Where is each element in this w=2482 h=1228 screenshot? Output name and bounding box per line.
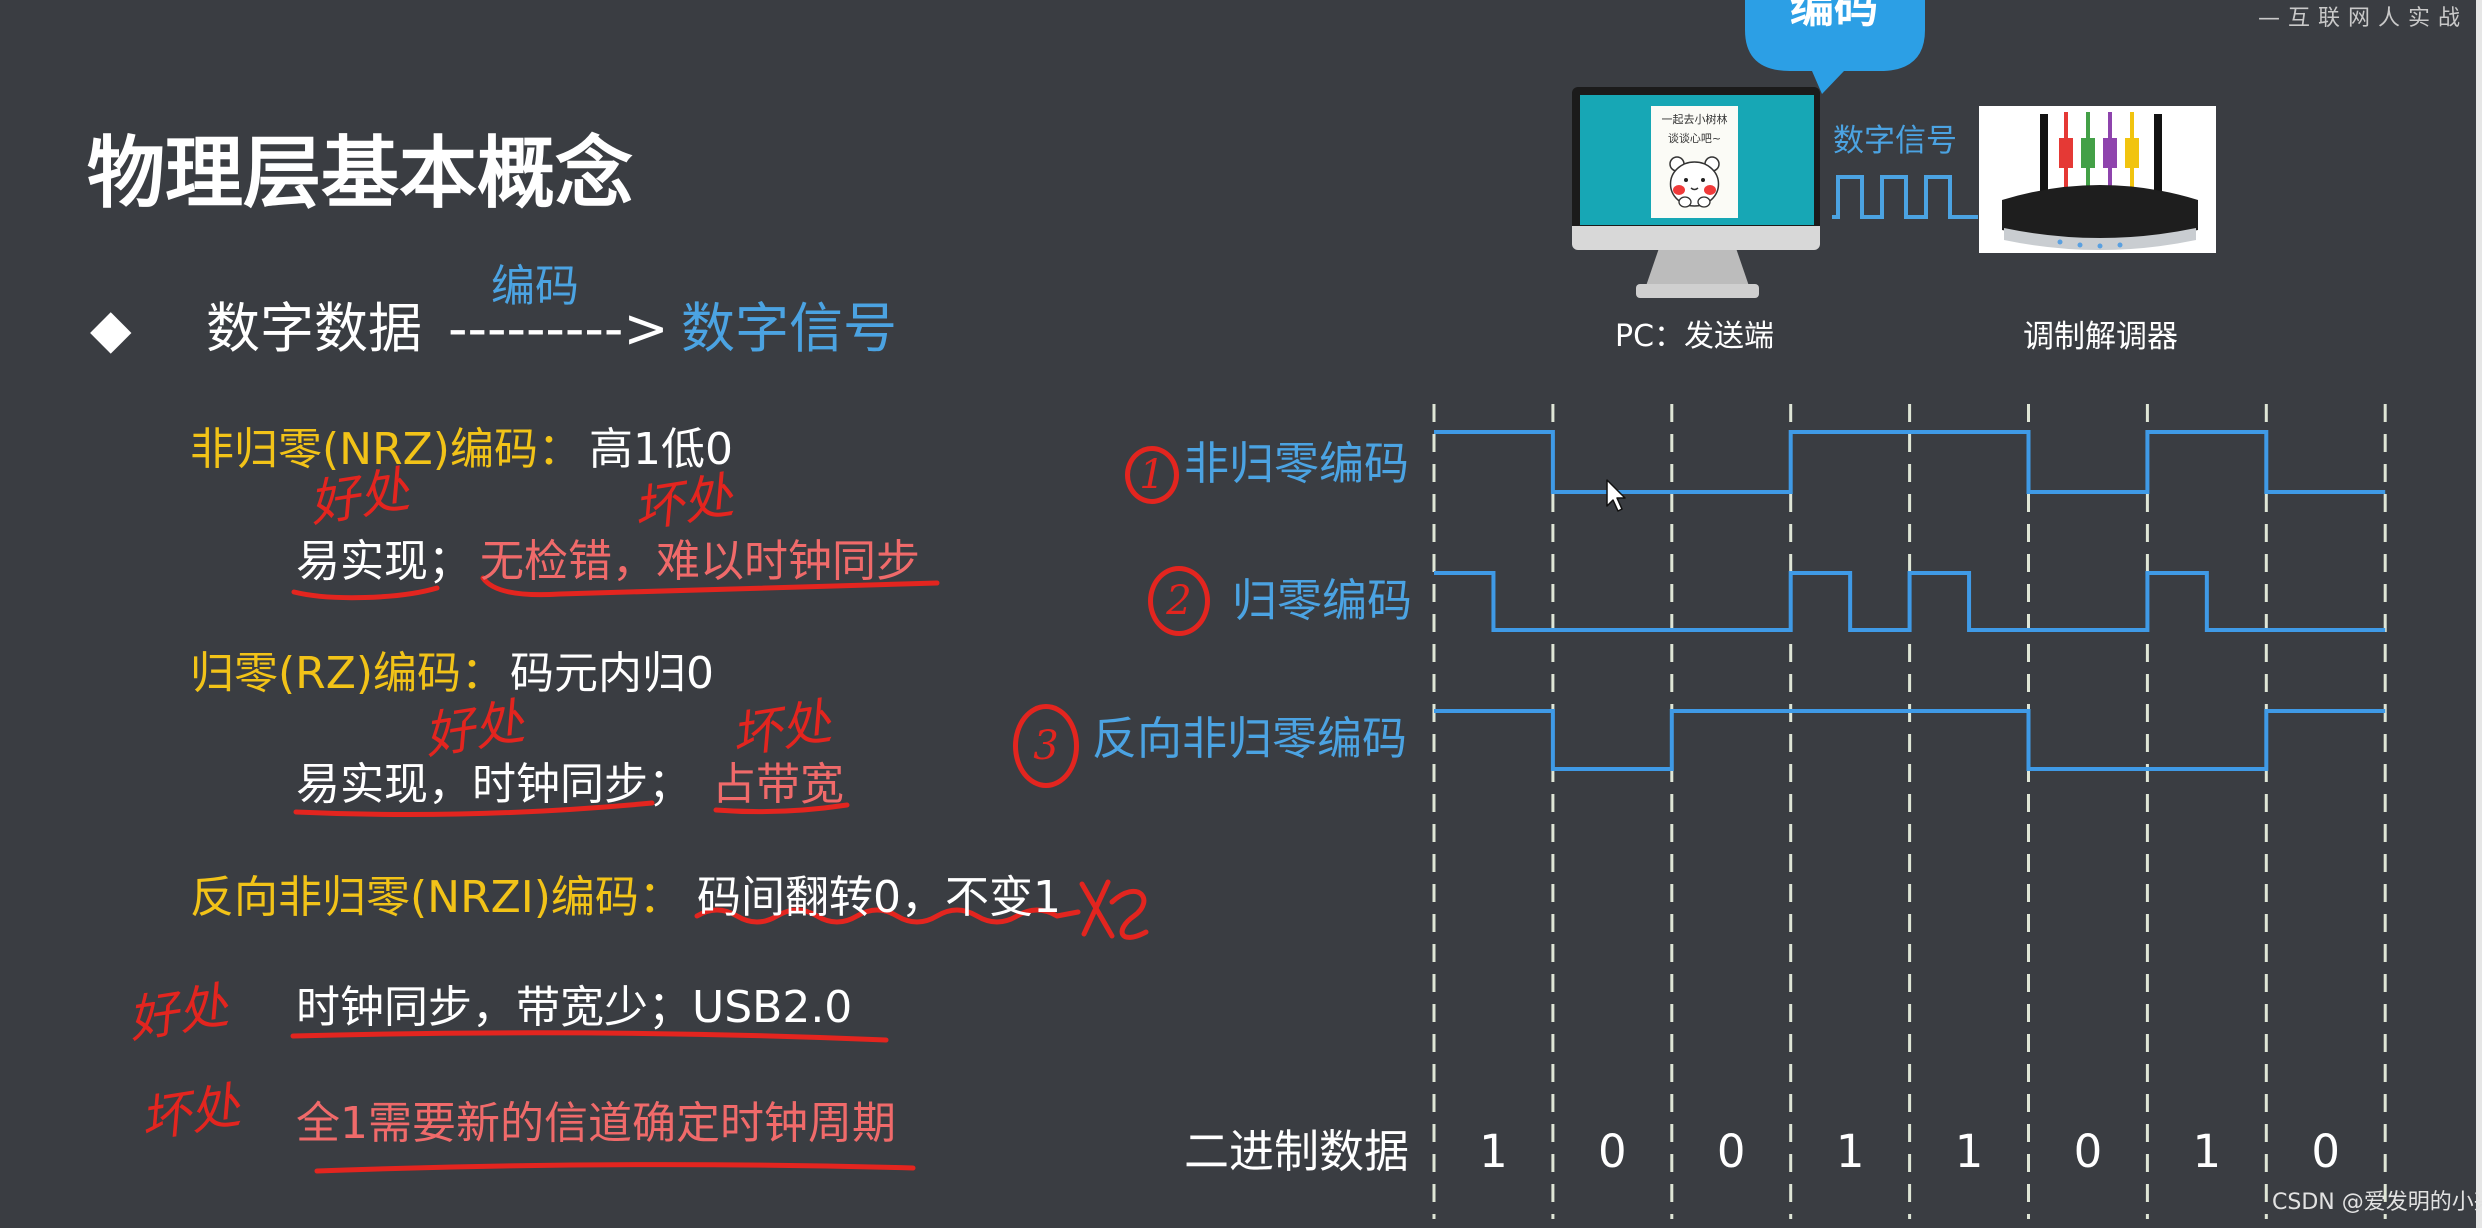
binary-digit: 1: [1453, 1129, 1533, 1174]
handwritten-note-good: 好处: [306, 464, 413, 529]
binary-digit: 1: [1810, 1129, 1890, 1174]
bit-boundary-lines: [1434, 404, 2385, 1219]
binary-digit: 0: [2286, 1129, 2366, 1174]
encoding-pro-rz: 易实现，时钟同步；: [296, 763, 692, 807]
handwritten-note-bad: 坏处: [630, 470, 737, 535]
sticker-text-line: 一起去小树林: [1651, 114, 1738, 125]
encoding-con-nrzi: 全1需要新的信道确定时钟周期: [296, 1102, 896, 1146]
encoding-rule-nrz: 高1低0: [589, 428, 733, 472]
handwritten-note-bad: 坏处: [728, 696, 835, 761]
bullet-diamond-icon: ◆: [90, 302, 132, 356]
encoding-con-nrz: 无检错，难以时钟同步: [480, 540, 920, 584]
red-underline: [317, 1165, 913, 1171]
window-edge: [2476, 0, 2482, 1228]
encoding-heading-rz: 归零(RZ)编码：: [190, 652, 505, 696]
speech-bubble-label: 编码: [1790, 0, 1878, 30]
page-title: 物理层基本概念: [87, 135, 633, 213]
encoding-rule-rz: 码元内归0: [510, 652, 714, 696]
binary-digit: 0: [1572, 1129, 1652, 1174]
circled-number: 3: [1013, 704, 1079, 788]
encoding-con-rz: 占带宽: [712, 763, 844, 807]
binary-digit: 1: [2167, 1129, 2247, 1174]
red-underline: [293, 1033, 886, 1040]
handwritten-note-good: 好处: [421, 696, 528, 761]
waveform-rz: [1434, 573, 2385, 630]
pc-label: PC：发送端: [1615, 322, 1774, 352]
encoding-rule-nrzi: 码间翻转0，不变1: [697, 876, 1061, 920]
circled-number: 2: [1148, 566, 1210, 636]
binary-digit: 1: [1929, 1129, 2009, 1174]
mouse-cursor-icon: [1600, 474, 1630, 514]
binary-digit: 0: [2048, 1129, 2128, 1174]
binary-data-label: 二进制数据: [1184, 1129, 1409, 1174]
csdn-watermark: CSDN @爱发明的小兴: [2272, 1192, 2482, 1214]
modem-label: 调制解调器: [2023, 322, 2178, 353]
encoding-heading-nrzi: 反向非归零(NRZI)编码：: [190, 876, 683, 920]
router-icon: [1979, 106, 2216, 253]
sticker-text-line: 谈谈心吧~: [1651, 133, 1738, 144]
encoding-pro-nrz: 易实现；: [296, 540, 472, 584]
bear-sticker-icon: [1651, 150, 1738, 216]
encoding-pro-nrzi: 时钟同步，带宽少；USB2.0: [296, 986, 852, 1030]
monitor-chin: [1572, 226, 1820, 250]
red-underline: [294, 588, 437, 598]
monitor-base: [1636, 284, 1759, 298]
circled-number: 1: [1125, 446, 1179, 504]
binary-digit: 0: [1691, 1129, 1771, 1174]
summary-arrow-label: 编码: [491, 265, 579, 309]
handwritten-note-good: 好处: [125, 980, 232, 1045]
brand-watermark: —互联网人实战: [2258, 8, 2468, 30]
square-wave-icon: [1832, 177, 1978, 217]
waveform-label-nrz: 非归零编码: [1184, 441, 1409, 486]
monitor-stand: [1646, 250, 1749, 286]
summary-from: 数字数据: [206, 302, 422, 356]
summary-to: 数字信号: [681, 302, 897, 356]
red-scribble-mark: [1082, 882, 1146, 937]
handwritten-note-bad: 坏处: [137, 1080, 244, 1145]
waveform-label-rz: 归零编码: [1232, 578, 1412, 623]
signal-label: 数字信号: [1833, 126, 1957, 157]
waveform-label-nrzi: 反向非归零编码: [1092, 716, 1407, 761]
screen-sticker: 一起去小树林 谈谈心吧~: [1651, 106, 1738, 218]
